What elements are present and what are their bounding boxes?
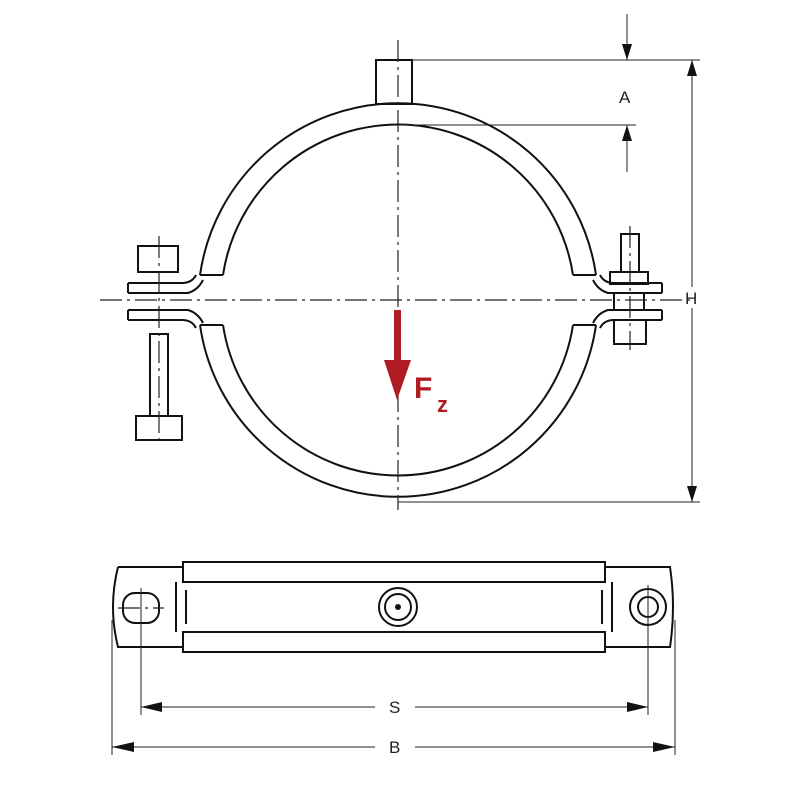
threaded-stub [375, 59, 413, 105]
left-nut [137, 245, 179, 273]
right-nut-spacer [613, 292, 645, 311]
lower-flange [182, 631, 606, 653]
dimension-h: H [398, 60, 700, 503]
right-washer [609, 271, 649, 285]
dimension-a-label: A [619, 88, 631, 107]
dimension-h-label: H [685, 289, 697, 308]
front-view [100, 40, 690, 510]
dimension-s: S [141, 698, 648, 717]
dimension-b-label: B [389, 738, 400, 757]
force-arrow: F z [384, 310, 448, 417]
left-upper-ear [127, 274, 204, 294]
plan-ears [112, 566, 674, 648]
force-subscript: z [437, 392, 448, 417]
dimension-a: A [400, 14, 700, 172]
dimension-b: B [112, 738, 675, 757]
force-arrow-shaft [394, 310, 401, 365]
dimension-s-label: S [389, 698, 400, 717]
upper-flange [182, 561, 606, 583]
left-lower-ear [127, 309, 204, 329]
force-arrow-head [384, 360, 411, 400]
force-label: F [414, 372, 432, 405]
center-nut [378, 587, 418, 627]
plan-view [111, 561, 676, 755]
